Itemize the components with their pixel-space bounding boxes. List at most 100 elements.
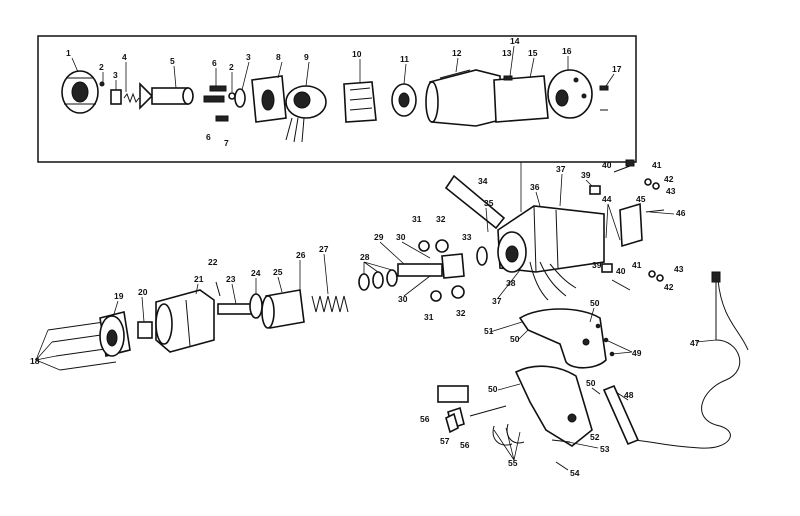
part-4-spring — [123, 92, 140, 104]
callout-41b: 41 — [632, 260, 642, 270]
part-7-pin-lower — [215, 115, 229, 122]
callout-4: 4 — [122, 52, 127, 62]
callout-43: 43 — [666, 186, 676, 196]
part-24-washer — [249, 293, 263, 319]
callout-32b: 32 — [456, 308, 466, 318]
part-53-54-screws — [551, 439, 571, 471]
part-3-bushing — [110, 89, 122, 105]
callout-25: 25 — [273, 267, 283, 277]
part-6-pin-upper — [203, 85, 227, 103]
callout-36: 36 — [530, 182, 540, 192]
callout-49: 49 — [632, 348, 642, 358]
callout-6b: 6 — [206, 132, 211, 142]
callout-28: 28 — [360, 252, 370, 262]
part-5-anvil — [139, 82, 194, 110]
part-27-spring — [311, 295, 349, 313]
callout-50: 50 — [590, 298, 600, 308]
callout-57: 57 — [440, 436, 450, 446]
part-2-ball-b — [228, 92, 236, 100]
callout-44: 44 — [602, 194, 612, 204]
part-29-rotor — [397, 253, 465, 279]
callout-22: 22 — [208, 257, 218, 267]
callout-48: 48 — [624, 390, 634, 400]
part-15-handle-tube — [493, 75, 549, 123]
callout-31b: 31 — [424, 312, 434, 322]
part-1-drive-housing — [61, 70, 99, 114]
callout-43b: 43 — [674, 264, 684, 274]
callout-8: 8 — [276, 52, 281, 62]
part-47-cord — [627, 271, 749, 449]
callout-42: 42 — [664, 174, 674, 184]
callout-14: 14 — [510, 36, 520, 46]
part-32-nut-b — [451, 285, 465, 299]
part-12-motor-housing — [425, 69, 501, 127]
callout-7: 7 — [224, 138, 229, 148]
callout-45: 45 — [636, 194, 646, 204]
part-11-plate — [391, 83, 417, 117]
part-32-nut — [435, 239, 449, 253]
part-8-hammer-case — [251, 75, 287, 123]
callout-38: 38 — [506, 278, 516, 288]
callout-27: 27 — [319, 244, 329, 254]
callout-37: 37 — [556, 164, 566, 174]
part-51-handle-shell — [518, 308, 607, 369]
callout-33: 33 — [462, 232, 472, 242]
part-46-screw — [645, 209, 665, 213]
callout-42b: 42 — [664, 282, 674, 292]
part-39-contact — [589, 185, 613, 273]
callout-12: 12 — [452, 48, 462, 58]
callout-29: 29 — [374, 232, 384, 242]
part-34-side-handle — [444, 174, 506, 230]
callout-2: 2 — [99, 62, 104, 72]
callout-37b: 37 — [492, 296, 502, 306]
part-48-strain-relief — [602, 384, 640, 446]
callout-20: 20 — [138, 287, 148, 297]
callout-32: 32 — [436, 214, 446, 224]
callout-24: 24 — [251, 268, 261, 278]
callout-39b: 39 — [592, 260, 602, 270]
callout-41: 41 — [652, 160, 662, 170]
callout-35: 35 — [484, 198, 494, 208]
callout-16: 16 — [562, 46, 572, 56]
leader-lines — [35, 45, 717, 461]
part-3-washer — [234, 88, 246, 108]
callout-56: 56 — [420, 414, 430, 424]
part-57-clip — [445, 412, 459, 434]
callout-31: 31 — [412, 214, 422, 224]
callout-47: 47 — [690, 338, 700, 348]
callout-19: 19 — [114, 291, 124, 301]
callout-40b: 40 — [616, 266, 626, 276]
callout-30b: 30 — [398, 294, 408, 304]
part-38-wire-leads — [529, 261, 577, 301]
part-28-bearings — [358, 269, 398, 291]
part-31-bearing — [418, 240, 430, 252]
callout-52: 52 — [590, 432, 600, 442]
part-10-sleeve — [343, 81, 377, 123]
callout-18: 18 — [30, 356, 40, 366]
part-16-end-cap — [547, 69, 593, 119]
callout-11: 11 — [400, 54, 409, 64]
callout-1: 1 — [66, 48, 71, 58]
callout-10: 10 — [352, 49, 362, 59]
part-33-washer — [476, 246, 488, 266]
callout-15: 15 — [528, 48, 538, 58]
part-22-pin — [215, 281, 221, 297]
part-55-trigger-parts — [469, 405, 525, 446]
callout-26: 26 — [296, 250, 306, 260]
callout-9: 9 — [304, 52, 309, 62]
part-45-switch — [619, 202, 643, 248]
callout-13: 13 — [502, 48, 512, 58]
callout-39: 39 — [581, 170, 591, 180]
callout-56b: 56 — [460, 440, 470, 450]
callout-55: 55 — [508, 458, 518, 468]
part-40-41-brush — [611, 159, 635, 291]
inset-frame — [37, 35, 637, 163]
part-21-gear-case — [155, 289, 215, 353]
callout-2b: 2 — [229, 62, 234, 72]
callout-17: 17 — [612, 64, 622, 74]
callout-40: 40 — [602, 160, 612, 170]
part-23-shaft — [217, 303, 253, 315]
part-42-43-cap — [644, 178, 664, 282]
callout-50c: 50 — [488, 384, 498, 394]
